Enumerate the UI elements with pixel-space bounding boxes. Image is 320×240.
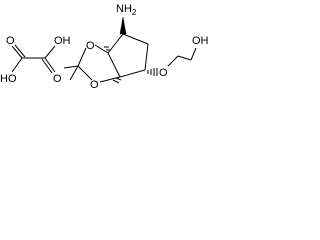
ring-bond-top-right [122,33,149,45]
ether-oxygen: O [159,67,168,79]
oxalic-co-double-bond-top [11,45,23,59]
oxalic-carbonyl-top-o: O [6,35,15,47]
bicyclic-amine: NH2 O O [63,3,209,91]
dioxolane-bond-top-o-c [77,47,87,67]
ring-oxygen-top: O [86,40,95,52]
hashed-bond-top [104,46,110,51]
amine-subscript: 2 [132,8,137,17]
methyl-bond-1 [63,65,79,69]
ring-bond-top-left [107,33,124,54]
oxalic-hydroxyl-bottom: HO [0,73,17,85]
dioxolane-bond-bottom-o [99,76,121,83]
amine-wedge-bond [119,16,127,35]
ring-bond-fused [107,52,121,78]
oxalic-acid: O OH HO O [0,35,71,85]
ring-bond-right [144,43,149,71]
ether-bond-1 [167,55,179,67]
ether-bond-3 [190,47,197,61]
oxalic-carbonyl-bottom-o: O [53,73,62,85]
oxalic-co-double-bond-top-2 [14,44,26,58]
methyl-bond-2 [69,65,79,81]
ring-bond-bottom [119,69,146,78]
ether-bond-2 [177,55,192,61]
oxalic-oh-bond-bottom [11,57,23,73]
amine-label: NH2 [116,3,137,17]
oxalic-co-double-bond-bottom [44,57,56,73]
dioxolane-bond-top-o [94,44,109,54]
ring-oxygen-bottom: O [90,79,99,91]
hashed-bond-bottom [112,77,122,84]
oxalic-hydroxyl-top: OH [54,35,71,47]
ether-hashed-bond [147,68,158,76]
oxalic-oh-bond-top [44,45,56,59]
oxalic-co-double-bond-bottom-2 [41,58,53,74]
hydroxyl-label: OH [192,35,209,47]
dioxolane-bond-bottom-o-c [77,65,93,81]
chemical-structure-diagram: O OH HO O NH2 [0,3,209,91]
